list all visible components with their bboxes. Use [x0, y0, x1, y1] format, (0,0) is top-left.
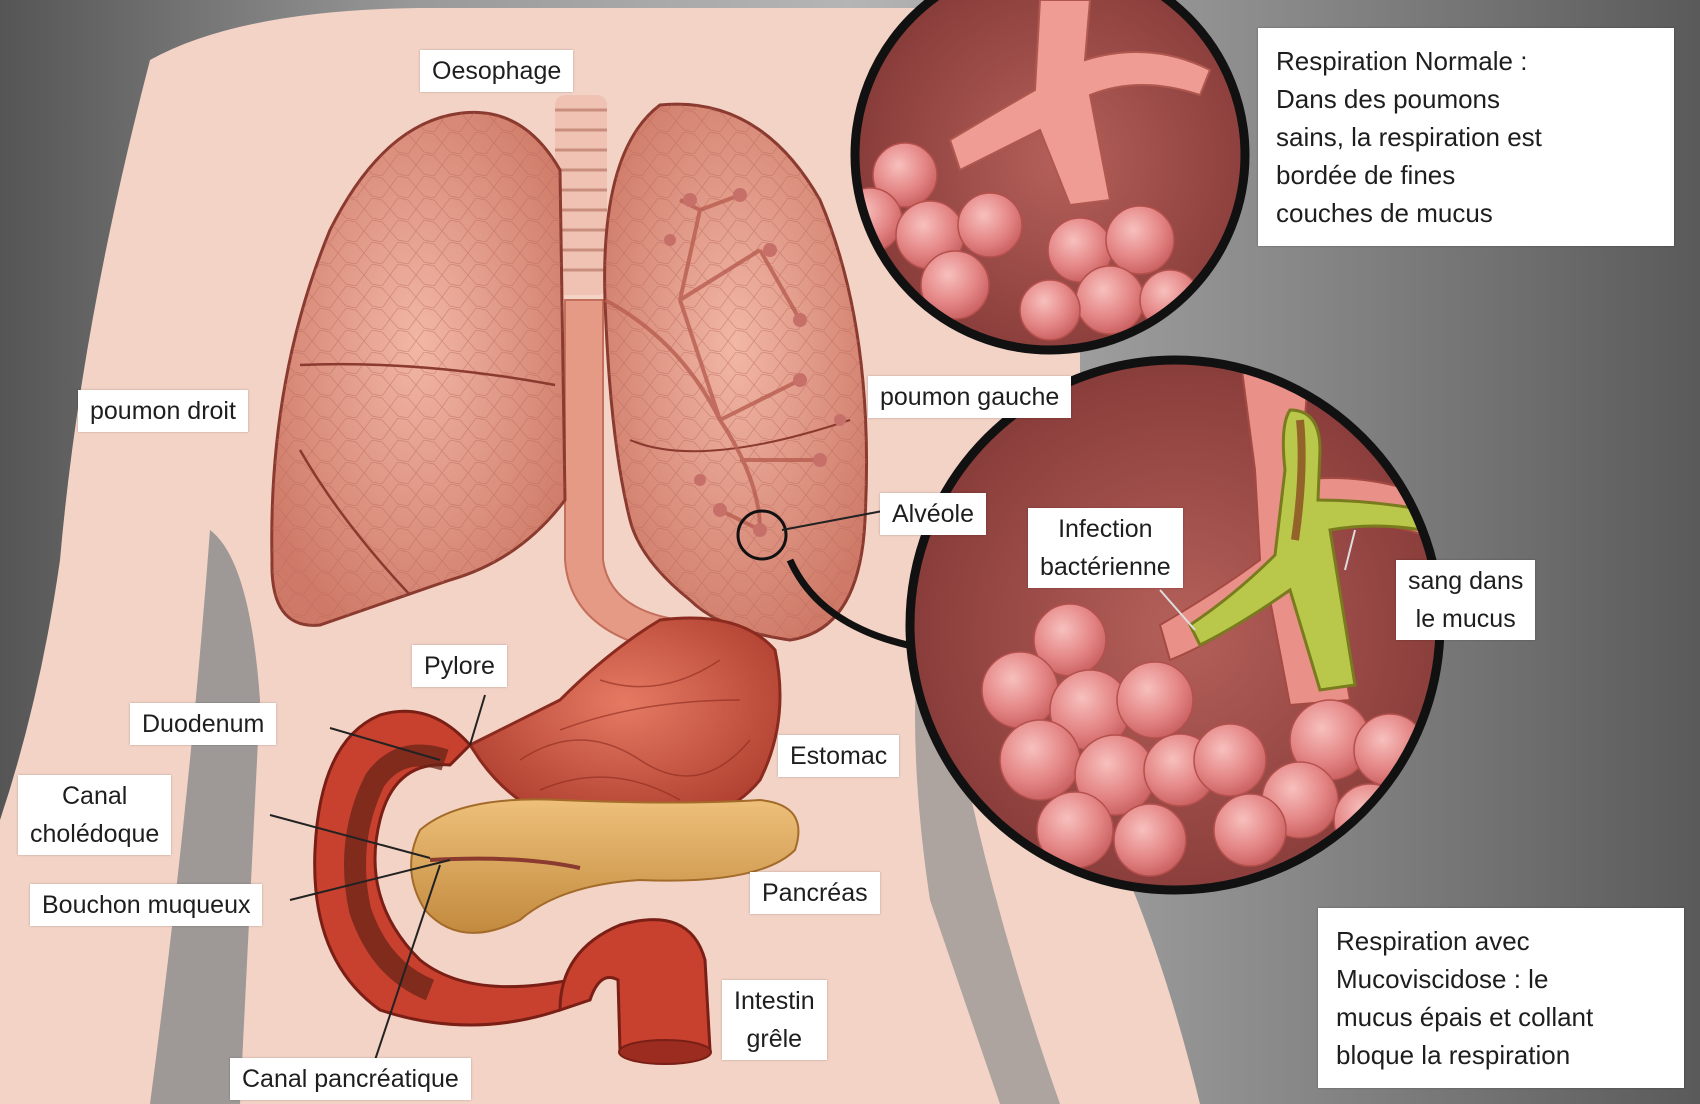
label-bouchon-muqueux: Bouchon muqueux [30, 884, 262, 926]
label-canal-choledoque: Canal cholédoque [18, 775, 171, 855]
label-oesophage: Oesophage [420, 50, 573, 92]
label-poumon-gauche: poumon gauche [868, 376, 1071, 418]
label-sang-mucus: sang dans le mucus [1396, 560, 1535, 640]
note-respiration-mucoviscidose: Respiration avec Mucoviscidose : le mucu… [1318, 908, 1684, 1088]
label-pancreas: Pancréas [750, 872, 880, 914]
note-respiration-normale: Respiration Normale : Dans des poumons s… [1258, 28, 1674, 246]
label-duodenum: Duodenum [130, 703, 276, 745]
label-alveole: Alvéole [880, 493, 986, 535]
label-pylore: Pylore [412, 645, 507, 687]
label-canal-pancreatique: Canal pancréatique [230, 1058, 471, 1100]
label-estomac: Estomac [778, 735, 899, 777]
label-intestin-grele: Intestin grêle [722, 980, 827, 1060]
label-infection: Infection bactérienne [1028, 508, 1183, 588]
label-poumon-droit: poumon droit [78, 390, 248, 432]
